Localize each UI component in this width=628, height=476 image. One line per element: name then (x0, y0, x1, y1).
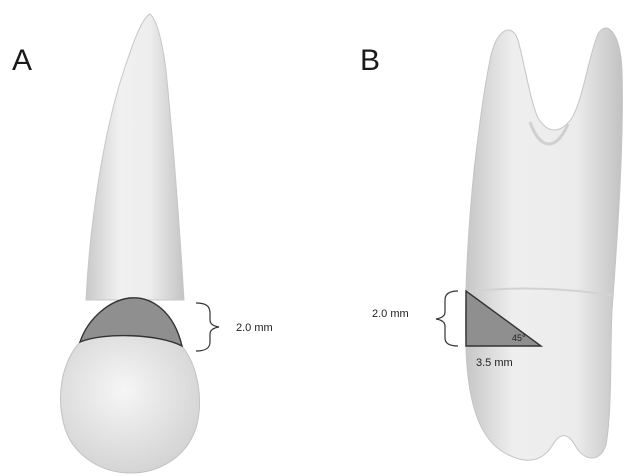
tooth-a-crown (61, 336, 200, 473)
tooth-a-root (86, 14, 184, 300)
angle-label: 45° (512, 333, 526, 343)
panel-b-label: B (360, 44, 380, 77)
bracket-a (196, 303, 219, 351)
measurement-b-horizontal-label: 3.5 mm (476, 357, 513, 369)
tooth-b-body (465, 28, 622, 460)
bracket-b (436, 291, 458, 346)
panel-a-label: A (12, 44, 32, 77)
measurement-b-vertical-label: 2.0 mm (372, 308, 409, 320)
measurement-a-label: 2.0 mm (236, 322, 273, 334)
